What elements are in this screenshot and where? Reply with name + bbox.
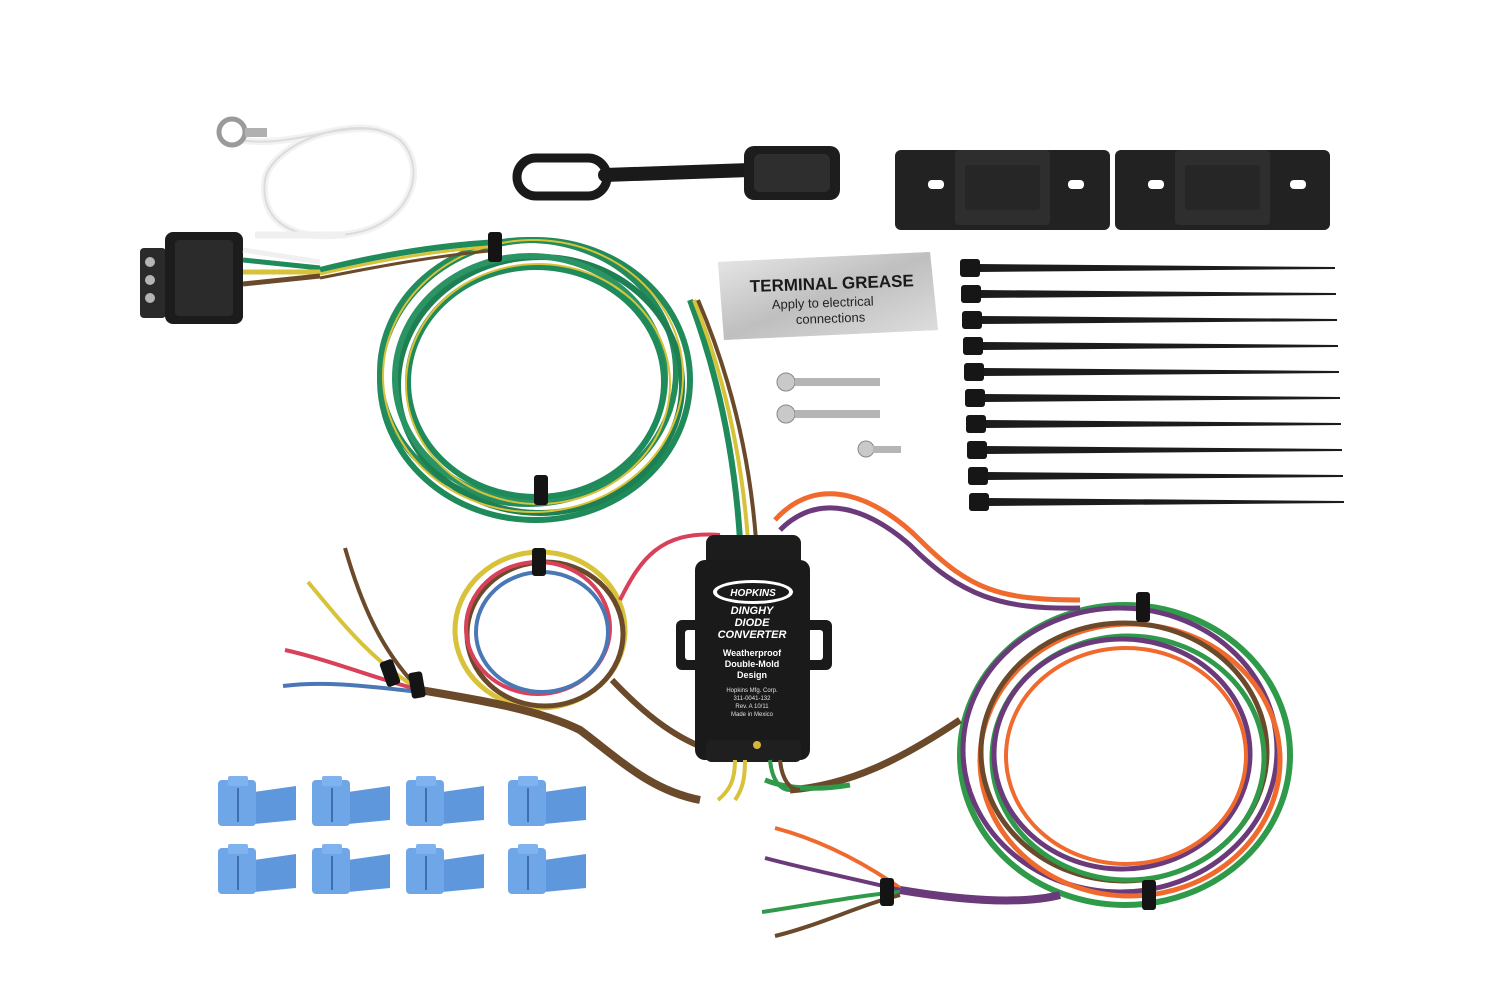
mounting-bracket [1115,150,1330,230]
converter-name-line3: CONVERTER [718,629,787,641]
upper-wire-coil [319,232,758,541]
converter-brand: HOPKINS [730,588,776,599]
zip-tie [962,311,1337,329]
ring-terminal [216,116,248,148]
converter-feature-line2: Double-Mold [725,659,780,669]
zip-tie [965,389,1340,407]
zip-tie [963,337,1338,355]
converter-info-line3: Rev. A 10/11 [735,704,769,710]
right-wire-coil [761,491,1293,938]
converter-info-line4: Made in Mexico [731,712,774,718]
screw [776,404,880,424]
zip-tie [967,441,1342,459]
self-tapping-screws [776,372,901,458]
converter-name-line2: DIODE [735,617,771,629]
converter-feature-line3: Design [737,670,767,680]
quick-splice-connector [312,844,390,894]
converter-feature-line1: Weatherproof [723,648,782,658]
diode-converter-module: HOPKINS DINGHY DIODE CONVERTER Weatherpr… [676,535,832,802]
grease-line1: Apply to electrical [772,293,874,312]
zip-ties [960,259,1344,511]
quick-splice-connector [312,776,390,826]
quick-splice-connector [406,844,484,894]
ground-wire [216,116,417,240]
zip-tie [961,285,1336,303]
converter-info-line1: Hopkins Mfg. Corp. [726,688,778,694]
quick-splice-connectors [218,776,586,894]
zip-tie [966,415,1341,433]
left-wire-coil [282,532,721,804]
quick-splice-connector [508,844,586,894]
terminal-grease-packet: TERMINAL GREASE Apply to electrical conn… [718,252,938,340]
mounting-bracket [895,150,1110,230]
converter-info-line2: 311-0041-132 [734,696,772,702]
quick-splice-connector [218,844,296,894]
quick-splice-connector [508,776,586,826]
mounting-brackets [895,150,1330,230]
screw [857,440,901,458]
zip-tie [964,363,1339,381]
quick-splice-connector [218,776,296,826]
zip-tie [969,493,1344,511]
zip-tie [968,467,1343,485]
4-pole-flat-connector [140,232,321,324]
zip-tie [960,259,1335,277]
dust-cover [512,146,840,201]
converter-name-line1: DINGHY [731,605,775,617]
quick-splice-connector [406,776,484,826]
grease-line2: connections [796,310,866,327]
screw [776,372,880,392]
